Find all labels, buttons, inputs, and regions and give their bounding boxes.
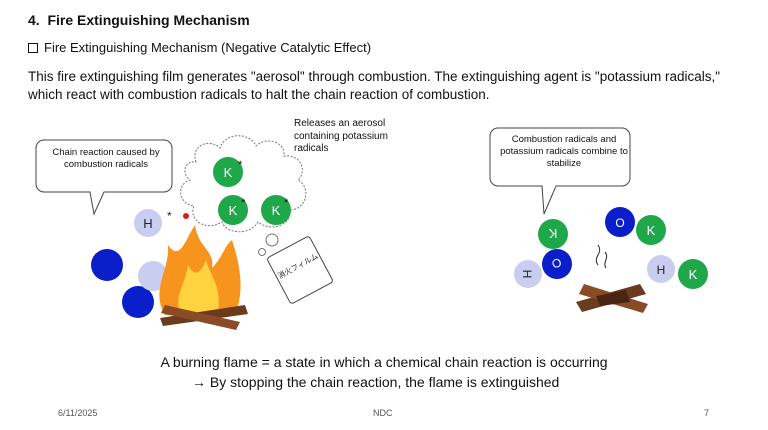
oxygen-ball-1 [91,249,123,281]
footer-page-number: 7 [704,408,710,418]
aerosol-label: Releases an aerosol containing potassium… [294,118,388,154]
hydrogen-label-4: H [657,263,666,277]
oxygen-ball-3 [542,249,572,279]
potassium-ball-1 [213,157,243,187]
flame-icon [159,225,248,330]
subtitle-text: Fire Extinguishing Mechanism (Negative C… [44,40,372,55]
right-bubble-text: Combustion radicals and potassium radica… [500,134,628,169]
oxygen-label-4: O [615,216,624,230]
left-bubble-text: Chain reaction caused by combustion radi… [52,147,160,170]
oxygen-label-3: O [550,255,564,271]
slide-title: 4. Fire Extinguishing Mechanism [28,12,250,28]
slide-subtitle: Fire Extinguishing Mechanism (Negative C… [28,40,371,55]
hydrogen-ball-4 [647,255,675,283]
hydrogen-ball-3 [514,260,542,288]
potassium-label-4: K [548,226,557,241]
potassium-ball-4 [538,219,568,249]
checkbox-bullet-icon [28,42,38,53]
potassium-ball-3 [261,195,291,225]
oxygen-ball-2 [122,286,154,318]
oxygen-ball-4 [605,207,635,237]
left-speech-bubble [35,139,173,216]
radical-mark-k3: * [284,197,289,209]
potassium-label-2: K [229,203,238,218]
footer-org: NDC [373,408,393,418]
hydrogen-ball-1 [134,209,162,237]
radical-mark-k2: * [241,197,246,209]
potassium-ball-6 [678,259,708,289]
caption-line-1: A burning flame = a state in which a che… [160,354,608,370]
extinguishing-film-card: 消火フィルム [267,236,333,304]
potassium-label-3: K [272,203,281,218]
potassium-label-5: K [647,223,656,238]
radical-mark-h: * [167,209,172,223]
hydrogen-label-3: H [520,270,534,279]
footer-date: 6/11/2025 [58,408,98,418]
hydrogen-ball-2 [138,261,168,291]
small-radical-dot [183,213,189,219]
right-speech-bubble [489,127,631,215]
caption-line-2: → By stopping the chain reaction, the fl… [192,374,560,390]
body-paragraph: This fire extinguishing film generates "… [28,69,721,102]
potassium-label-1: K [224,165,233,180]
hydrogen-label-1: H [143,216,152,231]
extinguished-wood-icon [576,244,648,313]
potassium-ball-5 [636,215,666,245]
potassium-ball-2 [218,195,248,225]
potassium-label-6: K [689,267,698,282]
radical-mark-k1: * [238,159,243,171]
aerosol-cloud [180,135,307,256]
